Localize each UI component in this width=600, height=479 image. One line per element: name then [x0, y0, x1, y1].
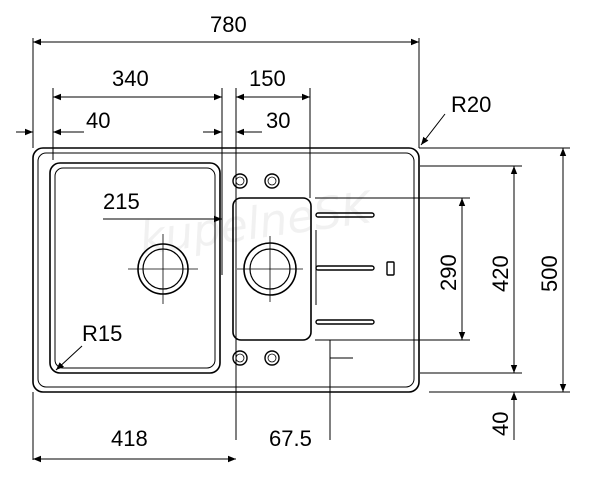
- secondary-bowl-outline: [232, 197, 312, 341]
- dim-215-label: 215: [103, 189, 140, 214]
- dimension-labels: 780 340 150 40 30 R20 215 R15 418 67.5 2…: [82, 12, 562, 451]
- watermark-text: kupelneSK: [136, 182, 376, 265]
- dimension-lines: [16, 38, 570, 463]
- tap-hole-top-right-inner: [267, 176, 277, 186]
- drainer-groove-2: [315, 265, 375, 271]
- dim-340-label: 340: [112, 66, 149, 91]
- dim-30-label: 30: [266, 108, 290, 133]
- dim-420-label: 420: [488, 255, 513, 292]
- drainer-groove-3: [315, 319, 375, 325]
- leader-r15: [55, 345, 83, 371]
- leader-r20: [420, 113, 446, 146]
- sink-outer-edge-inner: [37, 152, 415, 388]
- main-bowl-inner: [54, 167, 216, 369]
- dim-67-5-label: 67.5: [269, 426, 312, 451]
- overflow-slot: [386, 261, 395, 276]
- dim-418-label: 418: [111, 426, 148, 451]
- tap-hole-top-left-inner: [235, 176, 245, 186]
- dim-290-label: 290: [436, 254, 461, 291]
- tap-hole-bottom-left: [232, 350, 248, 366]
- main-bowl: [49, 162, 221, 374]
- dim-780-label: 780: [210, 12, 247, 37]
- tap-hole-bottom-left-inner: [235, 353, 245, 363]
- tap-hole-bottom-right-inner: [267, 353, 277, 363]
- dim-150-label: 150: [249, 66, 286, 91]
- secondary-bowl: [232, 197, 312, 341]
- dim-r15-label: R15: [82, 321, 122, 346]
- main-bowl-outline: [49, 162, 221, 374]
- tap-hole-top-right: [264, 173, 280, 189]
- dim-40-left-label: 40: [86, 108, 110, 133]
- dim-r20-label: R20: [451, 92, 491, 117]
- dim-40-bottom-label: 40: [488, 412, 513, 436]
- drainer-grooves: [315, 212, 395, 325]
- tap-hole-top-left: [232, 173, 248, 189]
- sink-outline: [32, 147, 420, 393]
- drainer-groove-1: [315, 212, 375, 218]
- tap-hole-bottom-right: [264, 350, 280, 366]
- sink-outer-edge: [32, 147, 420, 393]
- dim-500-label: 500: [537, 255, 562, 292]
